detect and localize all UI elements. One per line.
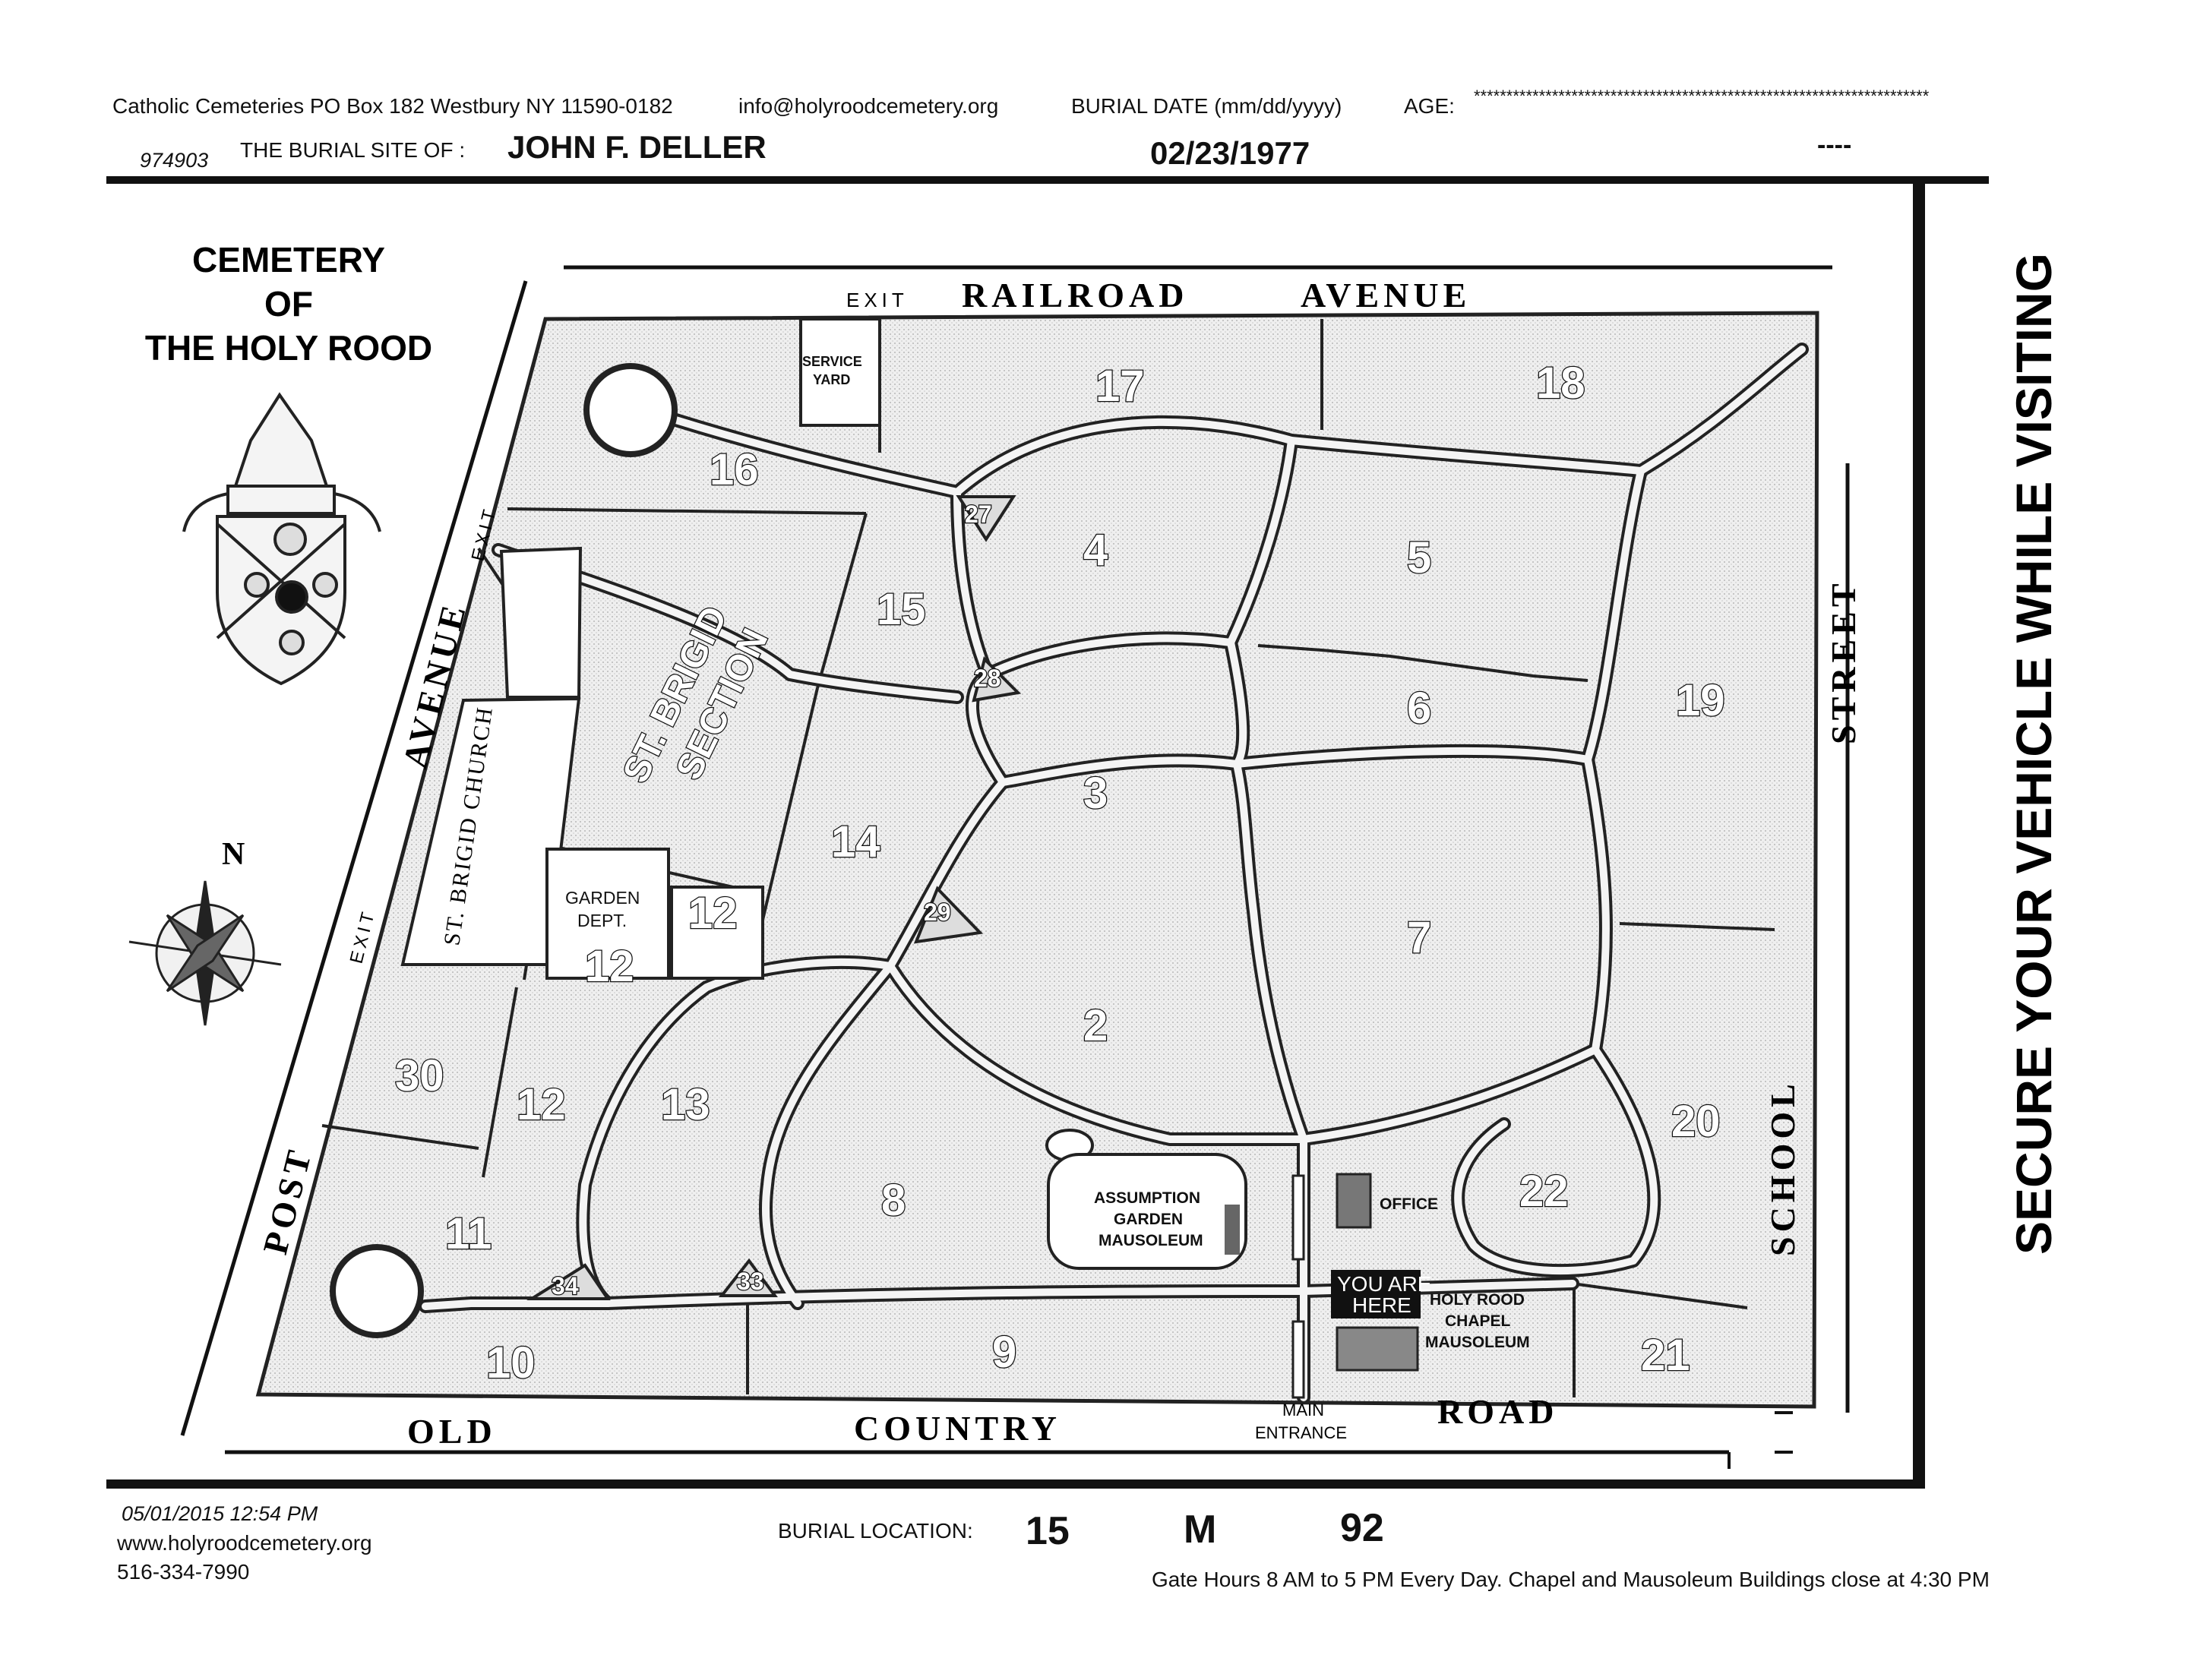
section-22: 22 [1519,1167,1569,1216]
section-4: 4 [1083,526,1108,575]
print-timestamp: 05/01/2015 12:54 PM [122,1502,318,1525]
assumption-building [1225,1205,1240,1255]
section-15: 15 [877,585,926,634]
map-title-line1: CEMETERY [192,240,385,279]
road-road: ROAD [1437,1392,1558,1431]
secure-vehicle-banner: SECURE YOUR VEHICLE WHILE VISITING [2006,253,2062,1255]
section-12-upper: 12 [688,889,738,938]
burial-location-grave: 92 [1340,1506,1384,1550]
main-entrance-line2: ENTRANCE [1255,1423,1347,1442]
record-id: 974903 [140,149,209,172]
cemetery-grounds [255,311,1819,1409]
section-7: 7 [1407,913,1431,962]
road-street: STREET [1824,579,1863,744]
section-34: 34 [552,1272,579,1299]
north-circle [583,363,678,457]
garden-dept-label-2: DEPT. [577,911,627,930]
gate-hours-notice: Gate Hours 8 AM to 5 PM Every Day. Chape… [1152,1568,1990,1591]
chapel-building [1336,1326,1419,1372]
age-label: AGE: [1404,94,1455,118]
you-are-here-marker [1331,1270,1421,1318]
age-stars: ****************************************… [1474,87,1930,106]
cemetery-address: Catholic Cemeteries PO Box 182 Westbury … [112,94,673,118]
section-8: 8 [881,1176,906,1225]
frame-bottom [106,1479,1925,1489]
exit-north: EXIT [846,289,909,311]
header-rule [106,176,1989,184]
section-20: 20 [1671,1097,1721,1146]
burial-location-label: BURIAL LOCATION: [778,1519,973,1543]
service-yard-label-2: YARD [813,372,850,387]
section-17: 17 [1095,362,1145,411]
chapel-label-2: CHAPEL [1445,1312,1511,1330]
road-avenue-north: AVENUE [1301,276,1471,314]
compass-rose-icon [128,880,282,1026]
section-28: 28 [974,665,1001,692]
burial-location-row: M [1184,1508,1217,1552]
section-21: 21 [1641,1331,1690,1380]
burial-location-section: 15 [1026,1509,1070,1553]
chapel-label-3: MAUSOLEUM [1425,1334,1530,1351]
section-12-lower: 12 [517,1080,566,1129]
section-27: 27 [965,501,992,528]
section-18: 18 [1536,358,1585,408]
assumption-label-3: MAUSOLEUM [1098,1232,1203,1249]
section-12-garden: 12 [585,942,634,991]
diocese-crest-icon [182,392,381,686]
road-old: OLD [407,1412,497,1451]
burial-date-value: 02/23/1977 [1150,135,1310,171]
assumption-label-1: ASSUMPTION [1094,1189,1200,1207]
section-11: 11 [445,1209,492,1258]
section-13: 13 [661,1080,710,1129]
section-9: 9 [992,1328,1016,1377]
you-are-here-line1: YOU ARE [1337,1272,1431,1296]
assumption-mausoleum-area [1047,1153,1247,1270]
office-label: OFFICE [1380,1195,1438,1213]
compass-north-label: N [222,837,245,872]
you-are-here-line2: HERE [1352,1293,1411,1317]
section-6: 6 [1407,684,1431,733]
office-building [1336,1173,1372,1229]
section-5: 5 [1407,533,1431,583]
cemetery-email: info@holyroodcemetery.org [738,94,999,118]
service-yard-block [799,317,881,427]
section-29: 29 [924,898,951,926]
section-2: 2 [1083,1001,1108,1050]
map-title-line2: OF [264,284,313,324]
section-19: 19 [1676,676,1725,725]
section-30: 30 [395,1051,444,1101]
section-3: 3 [1083,769,1108,818]
map-title-line3: THE HOLY ROOD [145,328,432,368]
chapel-label-1: HOLY ROOD [1430,1291,1525,1309]
post-ave-edge [180,280,528,1436]
assumption-label-2: GARDEN [1114,1211,1183,1228]
service-yard-label-1: SERVICE [802,354,862,369]
road-country: COUNTRY [854,1409,1061,1448]
road-school: SCHOOL [1763,1079,1802,1256]
phone-number: 516-334-7990 [117,1560,250,1584]
deceased-name: JOHN F. DELLER [507,129,767,165]
garden-dept-label-1: GARDEN [565,888,640,908]
road-railroad: RAILROAD [962,276,1188,314]
garden-dept-block [545,848,670,980]
age-value: ---- [1817,131,1852,159]
section-14: 14 [831,817,880,867]
burial-date-label: BURIAL DATE (mm/dd/yyyy) [1071,94,1342,118]
section-10: 10 [486,1338,536,1388]
main-entrance-line1: MAIN [1282,1401,1324,1419]
frame-right [1913,184,1925,1484]
section-33: 33 [737,1268,764,1295]
south-circle [330,1244,424,1338]
burial-site-label: THE BURIAL SITE OF : [240,138,466,162]
website-link[interactable]: www.holyroodcemetery.org [117,1531,372,1555]
section-16: 16 [710,445,759,494]
